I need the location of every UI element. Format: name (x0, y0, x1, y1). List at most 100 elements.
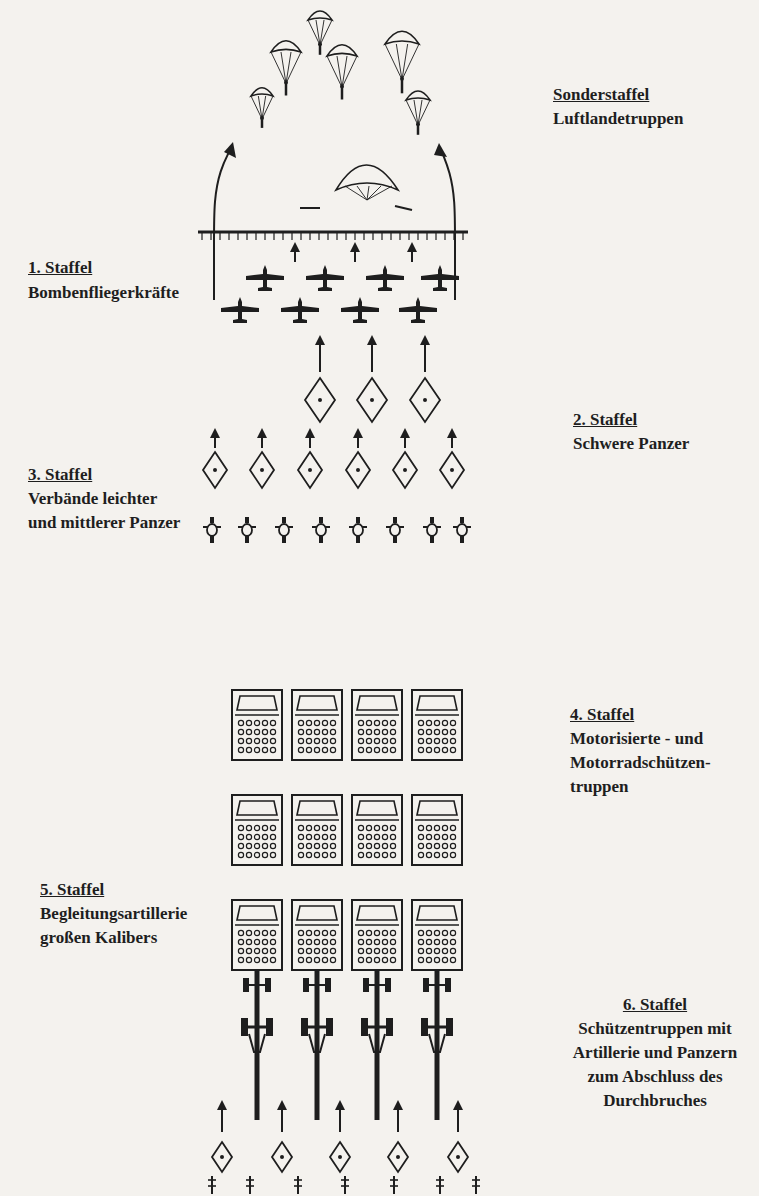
hatch-tick (444, 232, 445, 240)
artillery-symbol (361, 970, 393, 1120)
tank-dot (396, 1155, 400, 1159)
arrow-head (217, 1100, 227, 1110)
hatch-tick (237, 232, 238, 240)
hatch-tick (255, 232, 256, 240)
hatch-tick (309, 232, 310, 240)
arrow-head (393, 1100, 403, 1110)
tank-symbol (357, 378, 387, 422)
tank-dot (450, 468, 454, 472)
motorcycle-symbol (423, 517, 441, 543)
motorcycle-symbol (203, 517, 221, 543)
hatch-tick (390, 232, 391, 240)
arrow-shaft (339, 1108, 341, 1132)
infantry-symbol (208, 1176, 216, 1194)
echelon-description: Motorisierte - und Motorradschützen- tru… (570, 727, 720, 799)
tank-symbol (410, 378, 440, 422)
bomber-symbol (341, 297, 379, 323)
motorcycle-symbol (275, 517, 293, 543)
flank-arrows (214, 142, 455, 300)
tank-symbol (203, 452, 227, 488)
artillery-symbol (241, 970, 273, 1120)
arrow-head (350, 242, 360, 252)
tank-dot (213, 468, 217, 472)
arrow-head (290, 242, 300, 252)
tank-symbol (440, 452, 464, 488)
truck-symbol (352, 690, 402, 760)
parachute-symbol (385, 31, 419, 93)
hatch-tick (336, 232, 337, 240)
heavy-artillery (232, 900, 462, 1120)
echelon-description: Verbände leichter und mittlerer Panzer (28, 487, 186, 535)
hatch-tick (291, 232, 292, 240)
truck-symbol (412, 900, 462, 970)
bomber-symbol (421, 265, 459, 291)
light-tanks (203, 428, 464, 488)
echelon-heading: 5. Staffel (40, 878, 215, 902)
motorcycle-symbol (453, 517, 471, 543)
parachute-symbol (271, 41, 301, 96)
tank-dot (280, 1155, 284, 1159)
motorcycle-symbol (312, 517, 330, 543)
tank-dot (338, 1155, 342, 1159)
truck-symbol (232, 900, 282, 970)
echelon-description: Begleitungsartillerie großen Kalibers (40, 902, 215, 950)
echelon-heading: 3. Staffel (28, 463, 198, 487)
arrow-head (353, 428, 363, 438)
artillery-symbol (421, 970, 453, 1120)
tank-dot (370, 398, 374, 402)
motorcycle-symbol (386, 517, 404, 543)
bombers (221, 242, 459, 323)
truck-symbol (412, 690, 462, 760)
parachute-symbol (308, 11, 332, 55)
front-line (198, 232, 468, 240)
arrow-head (305, 428, 315, 438)
hatch-tick (417, 232, 418, 240)
tank-symbol (388, 1142, 408, 1172)
arrow-shaft (371, 343, 373, 372)
hatch-tick (300, 232, 301, 240)
shroud-line (367, 186, 392, 200)
echelon-heading: Sonderstaffel (553, 83, 738, 107)
infantry-symbol (390, 1176, 398, 1194)
tank-dot (308, 468, 312, 472)
hatch-tick (219, 232, 220, 240)
bomber-symbol (306, 265, 344, 291)
arrow-shaft (397, 1108, 399, 1132)
hatch-tick (246, 232, 247, 240)
echelon-description: Schützentruppen mit Artillerie und Panze… (565, 1017, 745, 1113)
tank-symbol (448, 1142, 468, 1172)
tank-dot (356, 468, 360, 472)
motorized-troops (203, 517, 471, 865)
echelon-heading: 4. Staffel (570, 703, 745, 727)
arrow-shaft (281, 1108, 283, 1132)
echelon-description: Bombenfliegerkräfte (28, 281, 213, 305)
arrow-head (277, 1100, 287, 1110)
hatch-tick (201, 232, 202, 240)
bomber-symbol (246, 265, 284, 291)
hatch-tick (273, 232, 274, 240)
arrow-head (407, 242, 417, 252)
hatch-tick (282, 232, 283, 240)
hatch-tick (381, 232, 382, 240)
echelon-description: Schwere Panzer (573, 432, 748, 456)
echelon-description: Luftlandetruppen (553, 107, 738, 131)
arrow-head (400, 428, 410, 438)
echelon-heading: 6. Staffel (565, 993, 745, 1017)
tank-dot (403, 468, 407, 472)
truck-symbol (352, 795, 402, 865)
arrow-head (210, 428, 220, 438)
arrow-shaft (214, 150, 230, 300)
arrow-shaft (319, 343, 321, 372)
hatch-tick (354, 232, 355, 240)
bomber-symbol (221, 297, 259, 323)
hatch-tick (210, 232, 211, 240)
truck-symbol (292, 690, 342, 760)
infantry-wave (208, 1100, 480, 1194)
hatch-tick (462, 232, 463, 240)
bomber-symbol (399, 297, 437, 323)
hatch-tick (372, 232, 373, 240)
tank-symbol (393, 452, 417, 488)
motorcycle-symbol (238, 517, 256, 543)
hatch-tick (426, 232, 427, 240)
